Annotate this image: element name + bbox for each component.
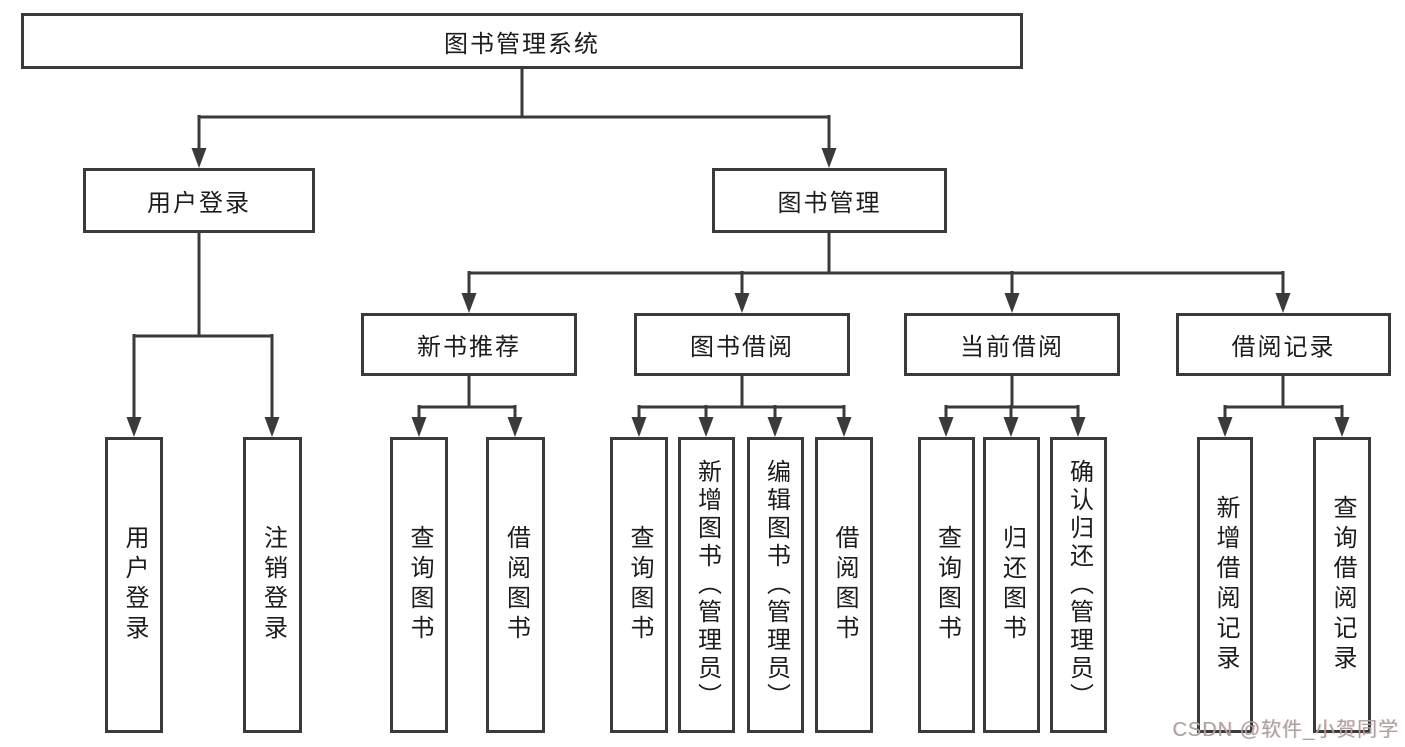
connector-book-borrow-group <box>631 376 852 437</box>
node-library-management-system: 图书管理系统 <box>21 13 1023 69</box>
leaf-add-books-admin: 新增图书（管理员） <box>678 437 735 733</box>
leaf-add-borrow-record: 新增借阅记录 <box>1197 437 1253 733</box>
leaf-query-borrow-record: 查询借阅记录 <box>1313 437 1371 733</box>
leaf-user-login: 用户登录 <box>105 437 163 733</box>
node-current-borrowing: 当前借阅 <box>904 313 1120 376</box>
connector-book-mgmt-to-level3 <box>461 233 1291 313</box>
node-book-management: 图书管理 <box>712 168 947 233</box>
connector-root-to-level2 <box>191 69 837 168</box>
connector-user-login-group <box>126 233 280 437</box>
leaf-borrow-books: 借阅图书 <box>815 437 873 733</box>
leaf-logout: 注销登录 <box>243 437 302 733</box>
leaf-borrow-books-recommend: 借阅图书 <box>486 437 545 733</box>
connector-borrow-record-group <box>1217 376 1350 437</box>
leaf-query-books-recommend: 查询图书 <box>390 437 448 733</box>
csdn-watermark: CSDN @软件_小贺同学 <box>1172 719 1399 741</box>
node-new-book-recommend: 新书推荐 <box>361 313 577 376</box>
connector-new-book-group <box>411 376 523 437</box>
leaf-query-books-borrow: 查询图书 <box>610 437 668 733</box>
leaf-query-books-current: 查询图书 <box>918 437 975 733</box>
connector-current-borrow-group <box>938 376 1086 437</box>
node-borrowing-records: 借阅记录 <box>1176 313 1391 376</box>
leaf-confirm-return-admin: 确认归还（管理员） <box>1050 437 1107 733</box>
node-user-login: 用户登录 <box>83 168 315 233</box>
leaf-return-books: 归还图书 <box>983 437 1040 733</box>
leaf-edit-books-admin: 编辑图书（管理员） <box>747 437 804 733</box>
node-book-borrowing: 图书借阅 <box>634 313 850 376</box>
